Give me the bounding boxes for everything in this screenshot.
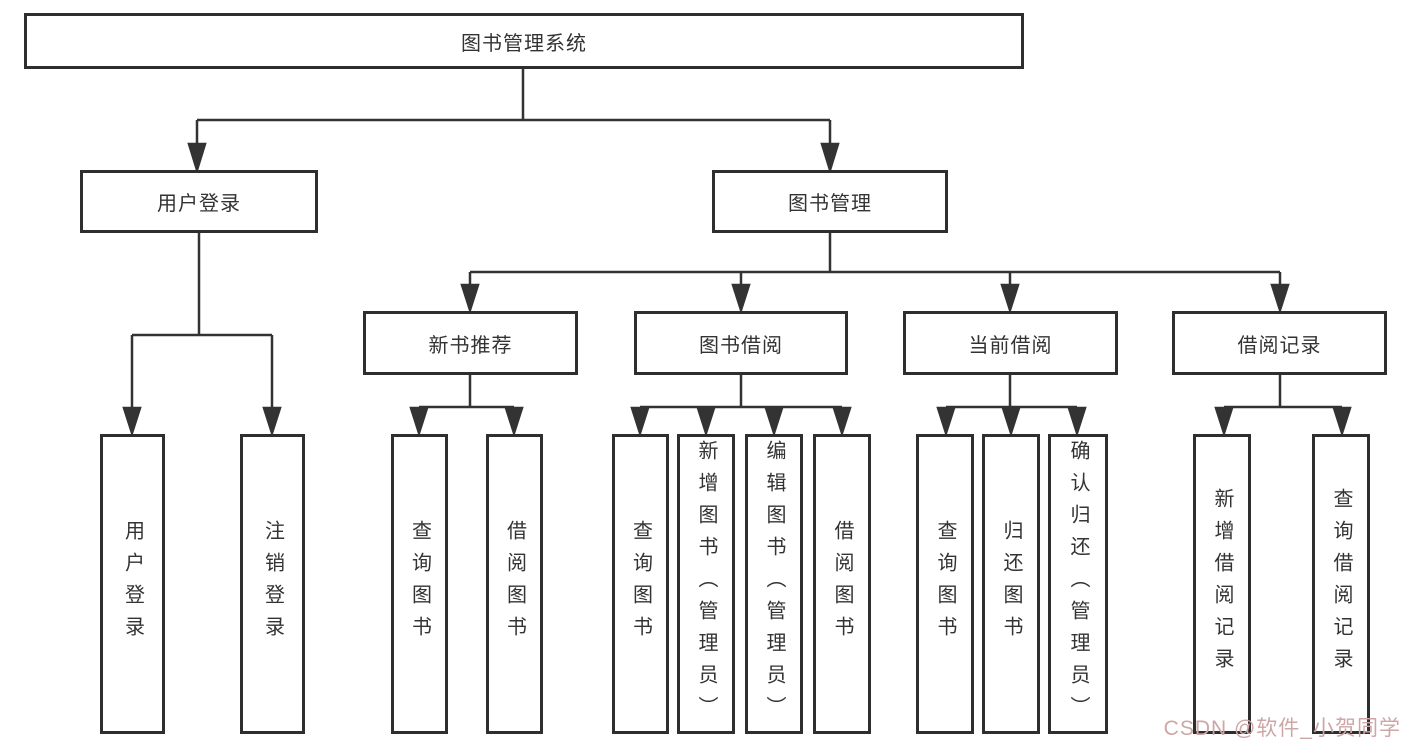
- leaf-return-books: 归还图书: [982, 434, 1040, 734]
- leaf-borrow-books-borrowing-label: 借阅图书: [831, 520, 853, 648]
- leaf-user-login: 用户登录: [100, 434, 165, 734]
- leaf-return-books-label: 归还图书: [1000, 520, 1022, 648]
- leaf-logout-label: 注销登录: [261, 520, 284, 648]
- leaf-borrow-books-recommend-label: 借阅图书: [503, 520, 526, 648]
- leaf-query-borrow-record-label: 查询借阅记录: [1330, 488, 1352, 680]
- leaf-borrow-books-recommend: 借阅图书: [486, 434, 543, 734]
- leaf-edit-books-admin: 编辑图书（管理员）: [745, 434, 803, 734]
- connector-borrowing-records-to-leaves: [1214, 375, 1352, 438]
- leaf-confirm-return-admin-label: 确认归还（管理员）: [1067, 440, 1089, 728]
- connector-user-login-to-leaves: [122, 233, 282, 438]
- leaf-add-books-admin-label: 新增图书（管理员）: [695, 440, 717, 728]
- connector-book-management-to-level3: [460, 233, 1290, 315]
- node-new-book-recommend: 新书推荐: [363, 311, 578, 375]
- leaf-query-books-recommend-label: 查询图书: [408, 520, 431, 648]
- leaf-add-books-admin: 新增图书（管理员）: [677, 434, 735, 734]
- node-library-management-system: 图书管理系统: [24, 13, 1024, 69]
- connector-new-book-recommend-to-leaves: [409, 375, 524, 438]
- leaf-query-books-recommend: 查询图书: [391, 434, 448, 734]
- connector-book-borrowing-to-leaves: [630, 375, 852, 438]
- leaf-user-login-label: 用户登录: [121, 520, 144, 648]
- leaf-add-borrow-record-label: 新增借阅记录: [1211, 488, 1233, 680]
- leaf-query-books-borrowing: 查询图书: [612, 434, 669, 734]
- leaf-query-books-borrowing-label: 查询图书: [629, 520, 652, 648]
- csdn-watermark: CSDN @软件_小贺同学: [1163, 717, 1401, 740]
- node-user-login: 用户登录: [80, 170, 318, 233]
- node-book-management: 图书管理: [712, 170, 948, 233]
- leaf-borrow-books-borrowing: 借阅图书: [813, 434, 871, 734]
- leaf-edit-books-admin-label: 编辑图书（管理员）: [763, 440, 785, 728]
- node-borrowing-records: 借阅记录: [1172, 311, 1387, 375]
- node-current-borrowing: 当前借阅: [903, 311, 1118, 375]
- leaf-logout: 注销登录: [240, 434, 305, 734]
- leaf-confirm-return-admin: 确认归还（管理员）: [1048, 434, 1108, 734]
- leaf-query-books-current-label: 查询图书: [934, 520, 956, 648]
- leaf-add-borrow-record: 新增借阅记录: [1193, 434, 1251, 734]
- connector-current-borrowing-to-leaves: [936, 375, 1087, 438]
- node-book-borrowing: 图书借阅: [634, 311, 848, 375]
- connector-root-to-level2: [187, 69, 840, 175]
- leaf-query-books-current: 查询图书: [916, 434, 974, 734]
- leaf-query-borrow-record: 查询借阅记录: [1312, 434, 1370, 734]
